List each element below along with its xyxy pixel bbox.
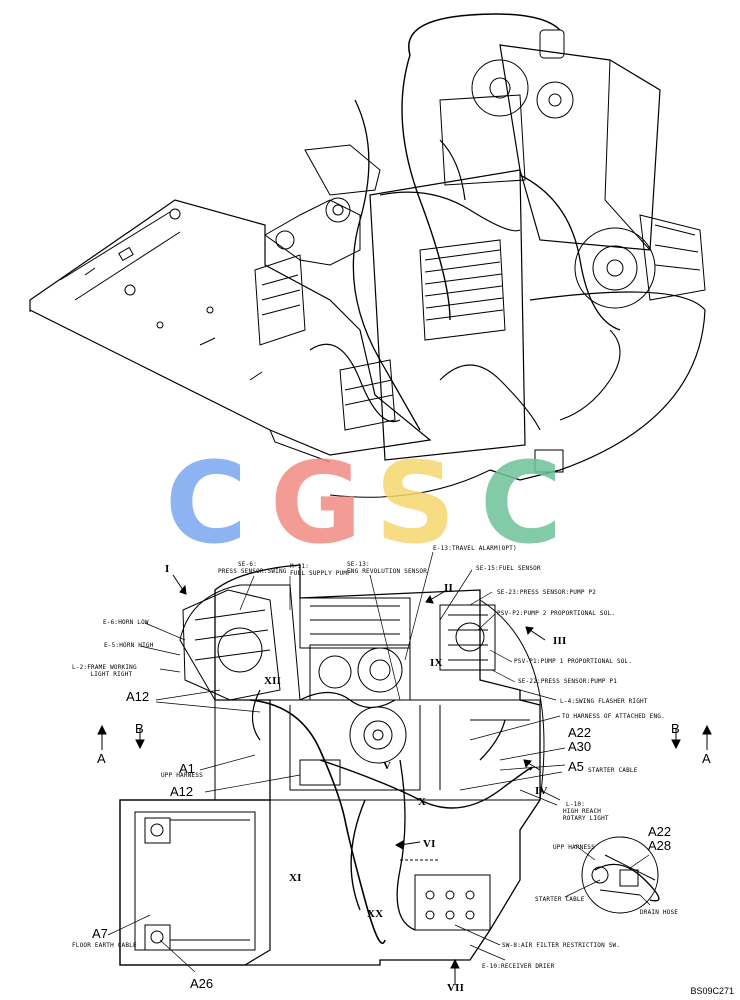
callout-upp-harness-detail: UPP HARNESS: [553, 844, 595, 851]
callout-e6: E-6:HORN LOW: [103, 619, 149, 626]
ref-a22-main: A22: [568, 725, 592, 740]
view-label-vii: VII: [447, 982, 465, 994]
callout-l2-line1: L-2:FRAME WORKING: [72, 664, 137, 671]
logo-letter-g: G: [270, 439, 362, 569]
cgsc-logo-watermark: C G S C: [165, 448, 585, 563]
ref-a22-detail: A22: [648, 824, 672, 839]
callout-l10-line2: HIGH REACH: [563, 808, 602, 815]
ref-a5: A5: [568, 759, 584, 774]
logo-letter-s: S: [375, 439, 456, 569]
callout-se13: SE-13: ENG REVOLUTION SENSOR: [347, 561, 427, 575]
view-label-x: X: [418, 796, 427, 808]
callout-e13: E-13:TRAVEL ALARM(OPT): [433, 545, 517, 552]
view-label-vi: VI: [423, 838, 436, 850]
callout-floor-earth: FLOOR EARTH CABLE: [72, 942, 137, 949]
section-mark-a-right: A: [702, 751, 711, 766]
section-mark-a-left: A: [97, 751, 106, 766]
callout-psvp2: PSV-P2:PUMP 2 PROPORTIONAL SOL.: [497, 610, 616, 617]
ref-a12-top: A12: [126, 689, 150, 704]
callout-psvp1: PSV-P1:PUMP 1 PROPORTIONAL SOL.: [514, 658, 633, 665]
callout-se15: SE-15:FUEL SENSOR: [476, 565, 541, 572]
callout-se6: SE-6: PRESS SENSOR:SWING: [218, 561, 287, 575]
ref-a26: A26: [190, 976, 214, 991]
logo-letter-c2: C: [480, 439, 563, 569]
view-label-ix: IX: [430, 657, 443, 669]
callout-starter-cable: STARTER CABLE: [588, 767, 638, 774]
ref-a1: A1: [179, 761, 195, 776]
callout-l10: L-10: HIGH REACH ROTARY LIGHT: [563, 801, 609, 822]
callout-l2-line2: LIGHT RIGHT: [90, 671, 133, 678]
logo-letter-c1: C: [165, 439, 248, 569]
section-arrows: [97, 574, 712, 985]
callout-l2: L-2:FRAME WORKING LIGHT RIGHT: [72, 664, 137, 678]
callout-se6-code: SE-6:: [238, 561, 258, 568]
callout-m11: M-11: FUEL SUPPLY PUMP: [290, 563, 351, 577]
callout-sw8: SW-8:AIR FILTER RESTRICTION SW.: [502, 942, 621, 949]
ref-a12-bottom: A12: [170, 784, 194, 799]
callout-l10-line3: ROTARY LIGHT: [563, 815, 609, 822]
view-label-v: V: [383, 760, 392, 772]
callout-starter-cable-detail: STARTER CABLE: [535, 896, 585, 903]
view-label-xii: XII: [264, 675, 282, 687]
callout-m11-desc: FUEL SUPPLY PUMP: [290, 570, 351, 577]
figure-code: BS09C271: [690, 986, 734, 996]
view-label-ii: II: [444, 582, 453, 594]
callout-m11-code: M-11:: [290, 563, 310, 570]
callout-se13-code: SE-13:: [347, 561, 370, 568]
ref-a30: A30: [568, 739, 592, 754]
callout-l4: L-4:SWING FLASHER RIGHT: [560, 698, 648, 705]
view-label-iv: IV: [535, 785, 548, 797]
callout-drain-hose: DRAIN HOSE: [640, 909, 679, 916]
section-mark-b-left: B: [135, 721, 144, 736]
callout-l10-line1: L-10:: [566, 801, 586, 808]
ref-a28: A28: [648, 838, 672, 853]
view-label-iii: III: [553, 635, 567, 647]
isometric-machine-view: [29, 13, 706, 498]
callout-se22: SE-22:PRESS SENSOR:PUMP P1: [518, 678, 618, 685]
plan-view: [119, 564, 660, 966]
view-label-xx: XX: [367, 908, 384, 920]
callout-upp-harness: UPP HARNESS: [161, 772, 203, 779]
view-label-i: I: [165, 563, 170, 575]
callout-se13-desc: ENG REVOLUTION SENSOR: [347, 568, 428, 575]
callout-e10: E-10:RECEIVER DRIER: [482, 963, 555, 970]
callout-se23: SE-23:PRESS SENSOR:PUMP P2: [497, 589, 597, 596]
section-mark-b-right: B: [671, 721, 680, 736]
ref-a7: A7: [92, 926, 108, 941]
callout-harness-attached: TO HARNESS OF ATTACHED ENG.: [562, 713, 665, 720]
callout-se6-desc: PRESS SENSOR:SWING: [218, 568, 287, 575]
view-label-xi: XI: [289, 872, 302, 884]
callout-e5: E-5:HORN HIGH: [104, 642, 154, 649]
leader-lines: [107, 551, 651, 973]
